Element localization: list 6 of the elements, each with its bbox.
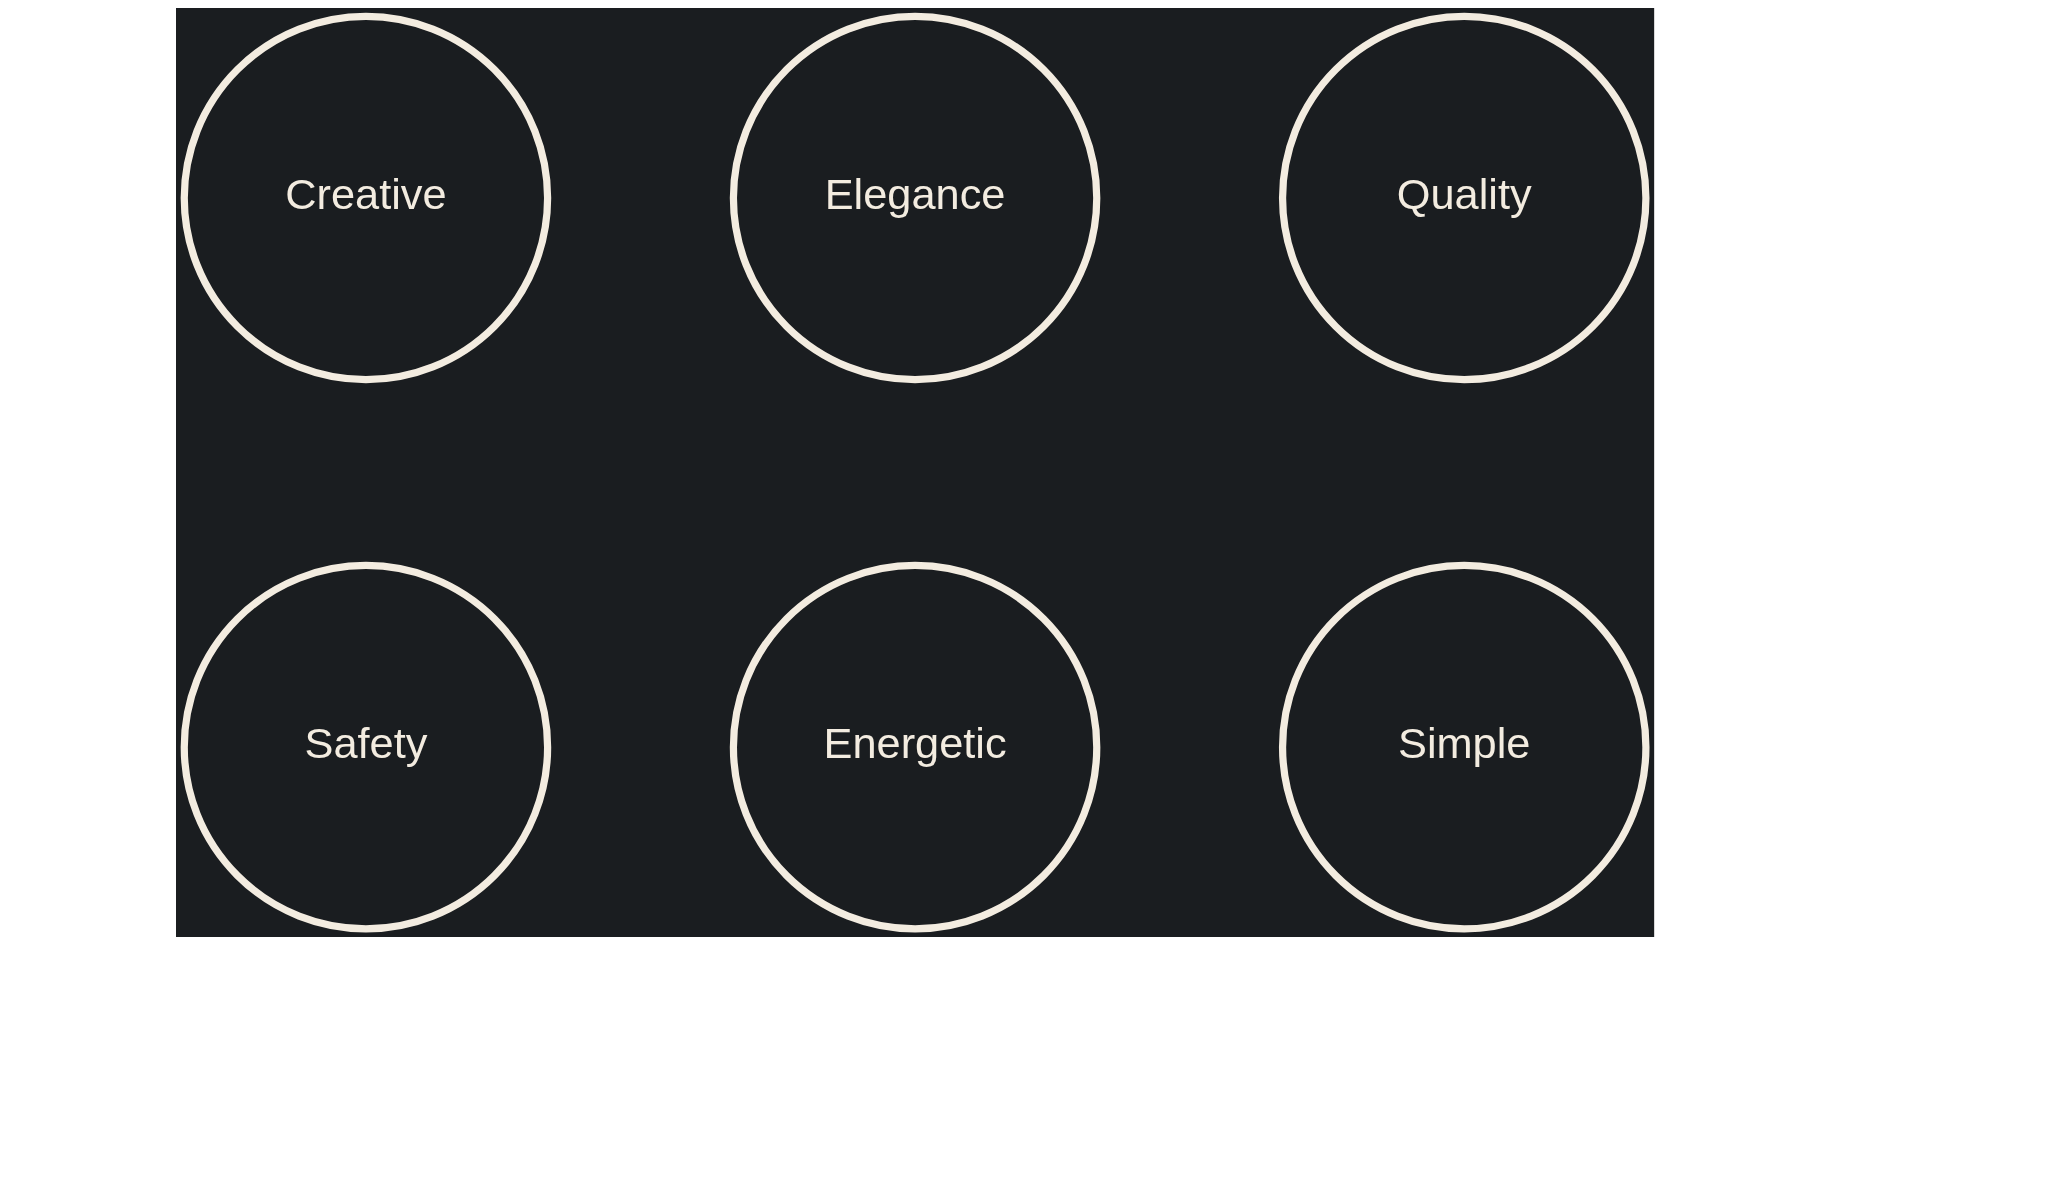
- node-circle: Quality: [1278, 12, 1650, 384]
- node-circle: Energetic: [729, 561, 1101, 933]
- node-circle: Creative: [180, 12, 552, 384]
- node-circle: Elegance: [729, 12, 1101, 384]
- node-circle: Simple: [1278, 561, 1650, 933]
- node-circle: Safety: [180, 561, 552, 933]
